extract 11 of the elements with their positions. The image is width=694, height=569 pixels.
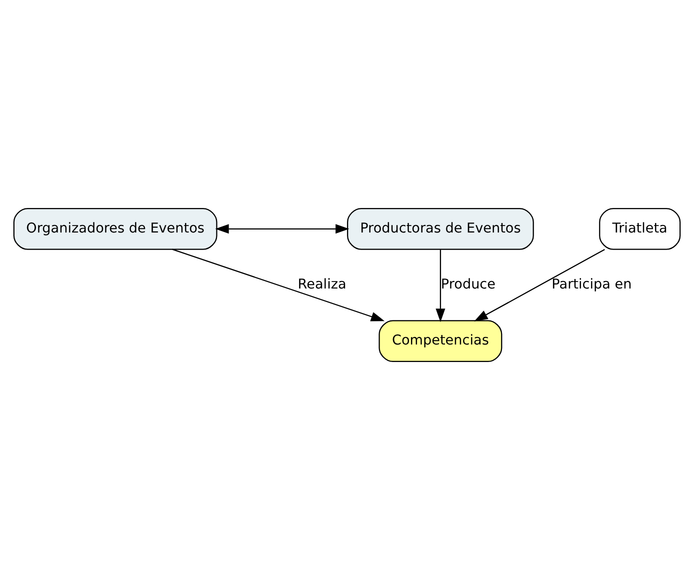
arrow bbox=[172, 248, 385, 321]
node-box: Competencias bbox=[378, 320, 502, 362]
edge-label: Participa en bbox=[552, 276, 632, 292]
arrow bbox=[215, 224, 350, 234]
arrow bbox=[436, 249, 446, 322]
edge-label: Produce bbox=[440, 276, 496, 292]
node-box: Triatleta bbox=[599, 207, 681, 250]
arrow bbox=[474, 248, 605, 321]
node-box: Organizadores de Eventos bbox=[13, 207, 218, 250]
edge-label: Realiza bbox=[298, 276, 346, 292]
node-box: Productoras de Eventos bbox=[347, 207, 534, 250]
